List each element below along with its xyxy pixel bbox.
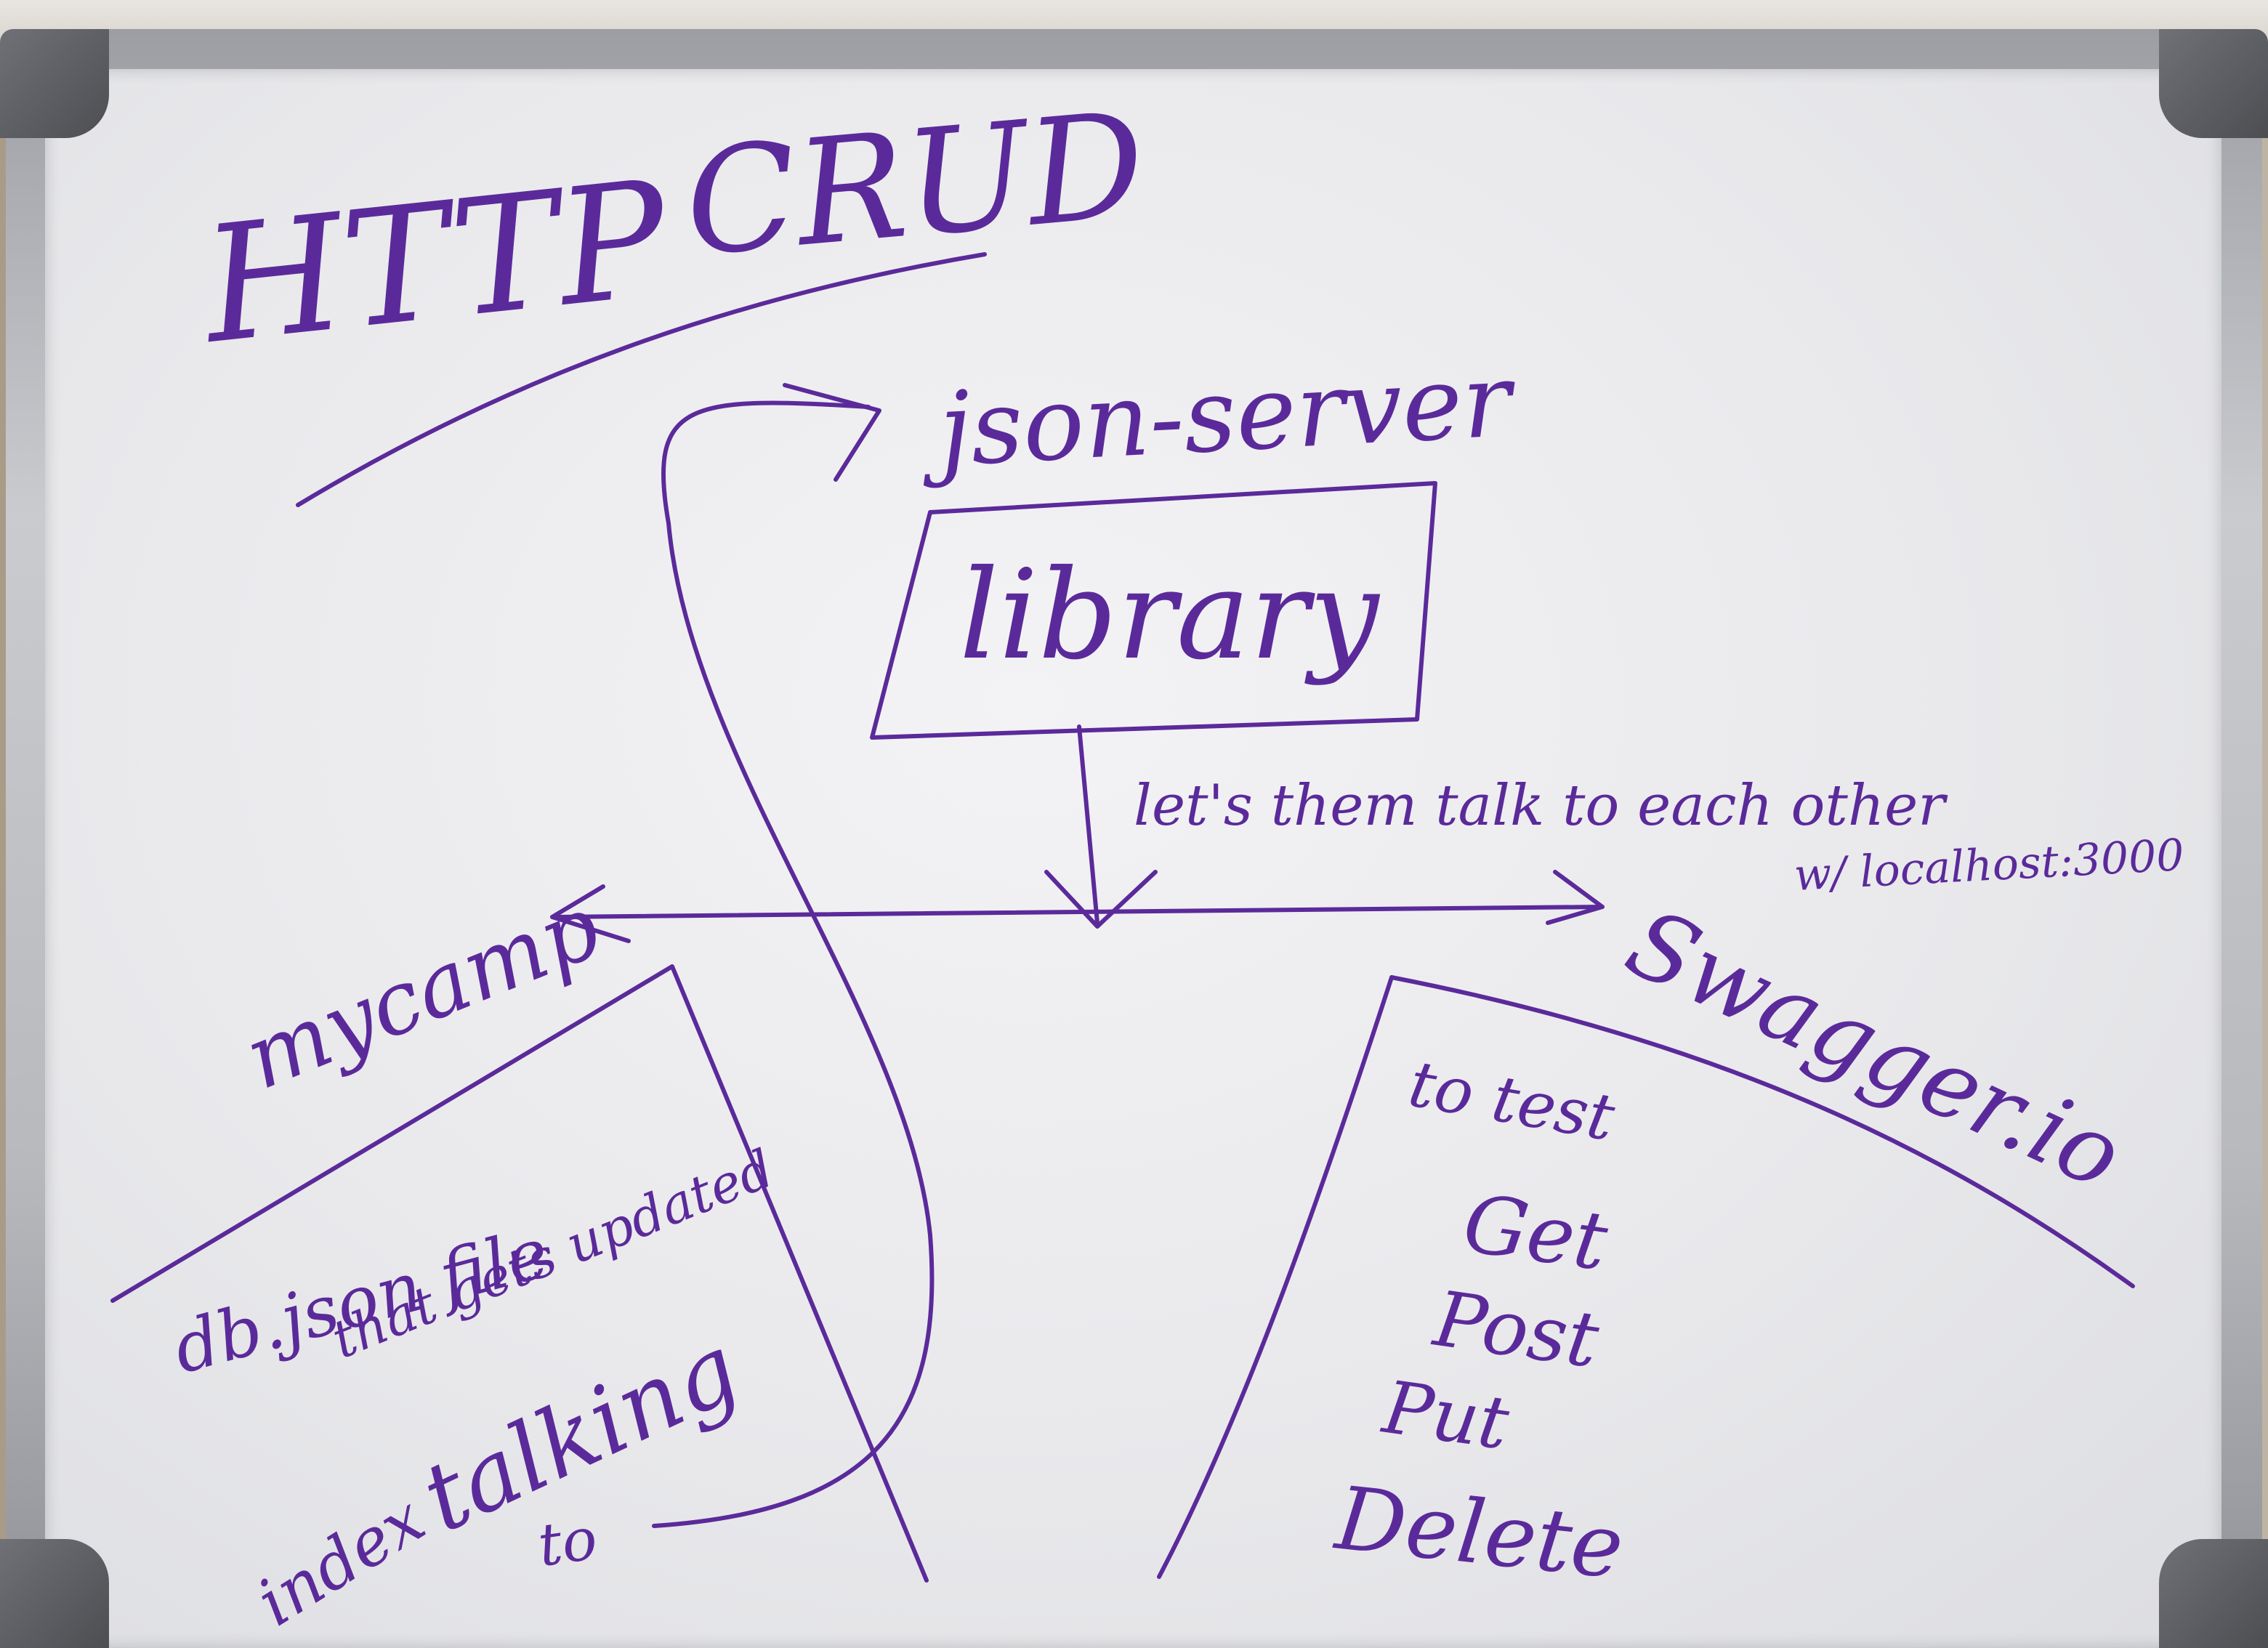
right-panel-intro: to test <box>1403 1046 1620 1155</box>
method-get: Get <box>1458 1176 1613 1288</box>
loop-arrow-head <box>783 383 881 482</box>
method-post: Post <box>1428 1275 1605 1386</box>
whiteboard-surface <box>45 69 2221 1648</box>
frame-corner-bottom-left <box>0 1539 109 1648</box>
frame-corner-top-left <box>0 29 109 138</box>
left-panel-title: mycamp <box>232 877 614 1110</box>
right-panel-top-edge <box>1389 975 2135 1288</box>
down-arrow-head <box>1044 870 1158 929</box>
frame-corner-bottom-right <box>2159 1539 2268 1648</box>
left-panel-line-4: to <box>534 1505 601 1580</box>
library-label: library <box>959 544 1380 687</box>
down-arrow-shaft <box>1077 724 1099 925</box>
right-panel-left-edge <box>1157 975 1394 1579</box>
heading-underline <box>296 252 987 507</box>
heading-crud: CRUD <box>679 81 1151 289</box>
left-panel-outline <box>110 964 929 1583</box>
heading-http: HTTP <box>193 145 679 379</box>
horizontal-connector <box>550 905 1605 919</box>
frame-corner-top-right <box>2159 29 2268 138</box>
loop-arrow-curve <box>652 400 935 1528</box>
right-arrow-head <box>1546 870 1605 925</box>
method-delete: Delete <box>1330 1468 1628 1599</box>
connection-address: w/ localhost:3000 <box>1793 830 2185 901</box>
library-box <box>870 481 1437 740</box>
connection-note: let's them talk to each other <box>1134 773 1948 839</box>
right-panel-title: Swagger.io <box>1611 886 2139 1211</box>
server-name: json-server <box>917 342 1519 491</box>
left-panel-line-3-prefix: index <box>244 1481 437 1641</box>
method-put: Put <box>1377 1365 1514 1466</box>
left-arrow-head <box>550 884 631 943</box>
